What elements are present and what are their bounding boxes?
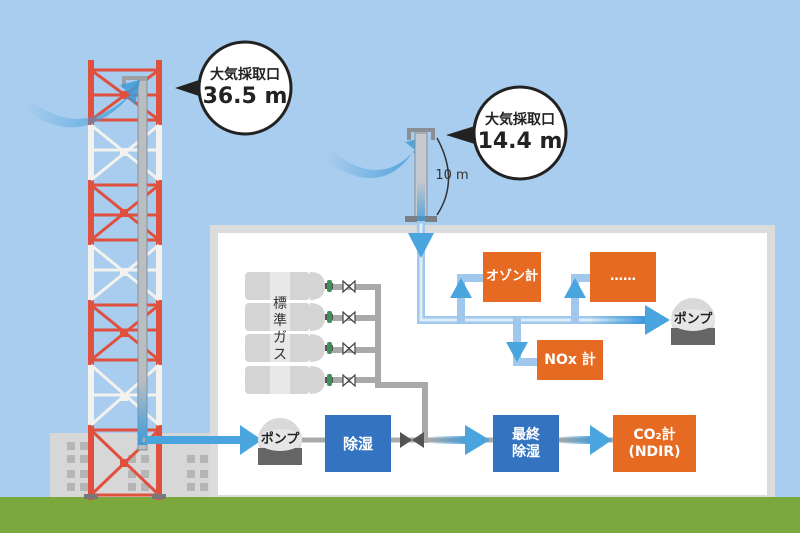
- callout-roof: 大気採取口 14.4 m: [474, 107, 566, 161]
- dehumidify-label: 除湿: [342, 434, 373, 453]
- roof-inlet-pipe: [405, 128, 450, 230]
- wind-arrow-roof: [325, 138, 422, 179]
- inlet-label-roof: 大気採取口: [485, 112, 555, 129]
- inlet-pipe-length: 10 m: [435, 168, 469, 184]
- inlet-height-roof: 14.4 m: [477, 129, 563, 155]
- valve-icon: [400, 432, 424, 448]
- callout-tower: 大気採取口 36.5 m: [199, 62, 291, 116]
- inlet-label-tower: 大気採取口: [210, 67, 280, 84]
- flow-arrows: [145, 233, 670, 455]
- wind-arrow-tower: [25, 80, 140, 128]
- other-meter-label: ……: [610, 269, 636, 285]
- nox-meter-label: NOx 計: [544, 351, 596, 368]
- pump-main-shape: [258, 418, 302, 465]
- ground: [0, 497, 800, 533]
- ozone-meter-label: オゾン計: [485, 269, 538, 285]
- co2-meter-box: [613, 415, 696, 472]
- inlet-height-tower: 36.5 m: [202, 84, 288, 110]
- sampling-tower: [84, 60, 166, 500]
- co2-meter-label: CO₂計 (NDIR): [628, 426, 681, 460]
- pump-main-label: ポンプ: [260, 432, 300, 448]
- nox-meter-box: [537, 340, 603, 380]
- ozone-meter-box: [483, 252, 541, 302]
- pump-sub-shape: [671, 298, 715, 345]
- pump-sub-label: ポンプ: [673, 312, 713, 328]
- callout-bubble-tower: [175, 40, 293, 136]
- final-dehumidify-box: [493, 415, 559, 472]
- standard-gas-cylinders: [244, 272, 356, 395]
- callout-bubble-roof: [446, 85, 568, 181]
- other-meter-box: [590, 252, 656, 302]
- dehumidify-box: [325, 415, 391, 472]
- standard-gas-label: 標 準 ガ ス: [273, 296, 287, 363]
- final-dehumidify-label: 最終 除湿: [512, 426, 540, 460]
